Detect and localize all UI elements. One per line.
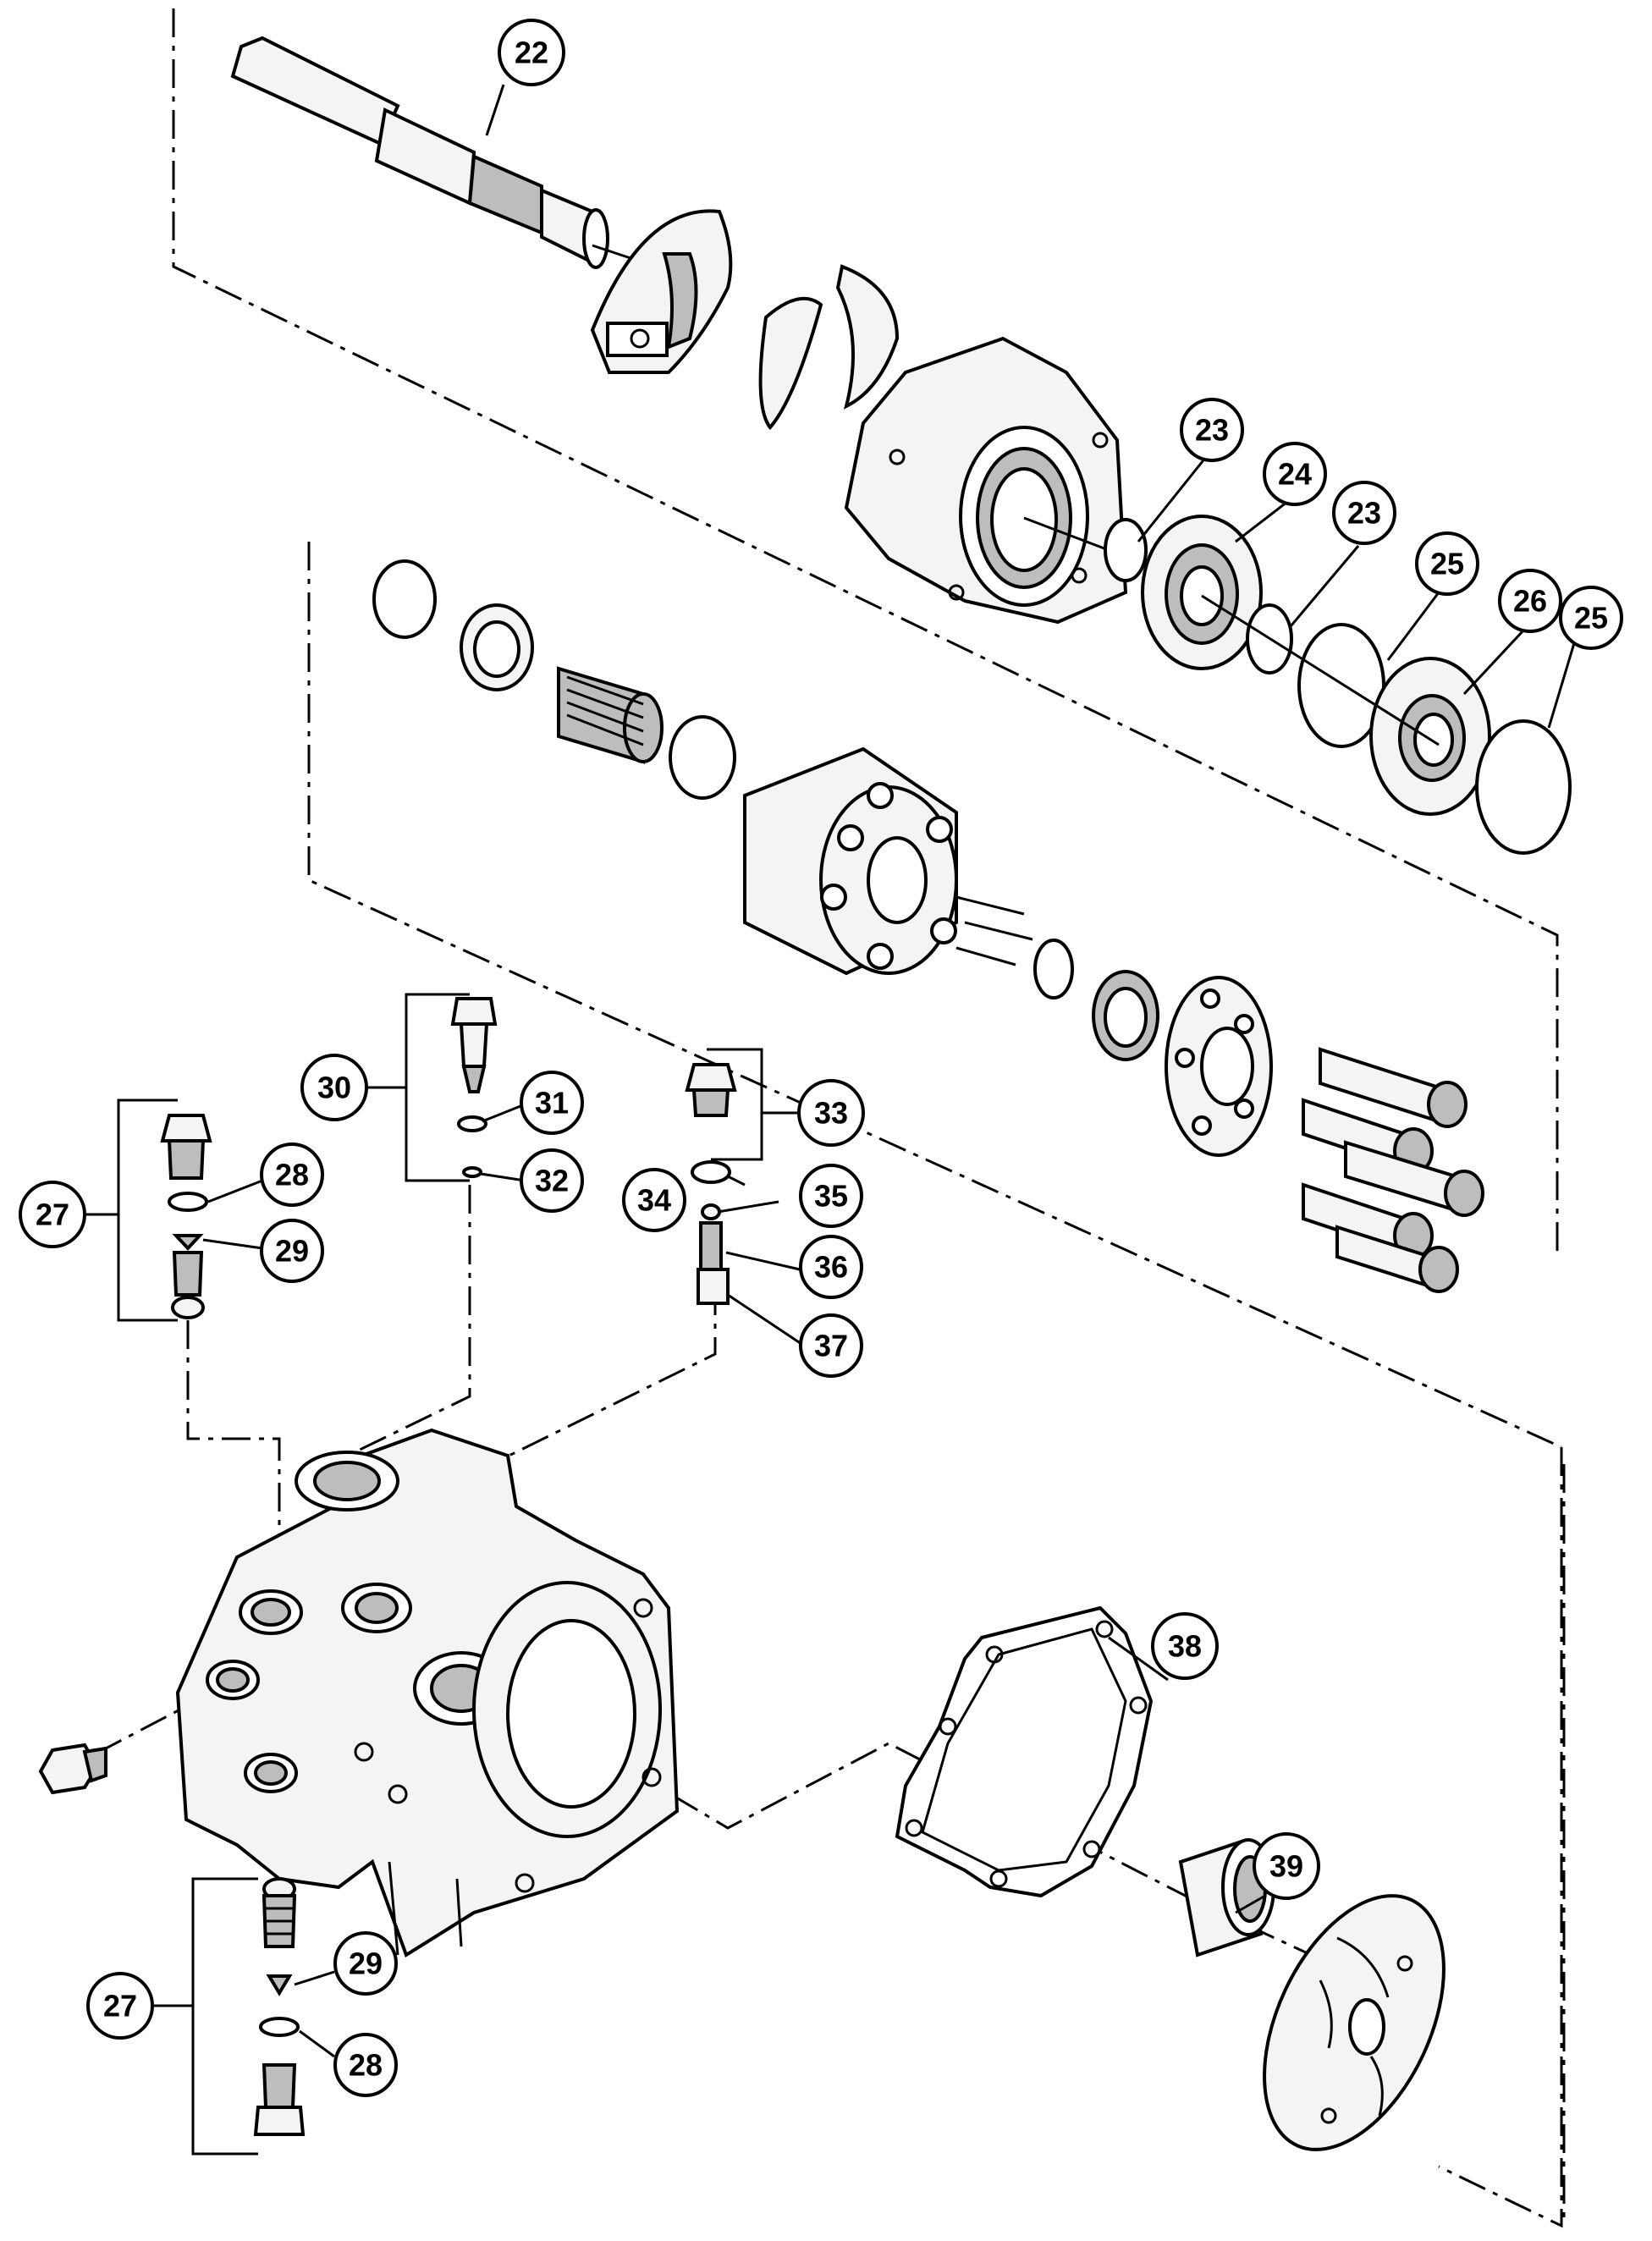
callout-24: 24 [1263, 442, 1327, 506]
callout-label: 38 [1168, 1629, 1202, 1664]
callout-38: 38 [1151, 1612, 1219, 1680]
callout-label: 32 [535, 1164, 569, 1198]
callout-36: 36 [799, 1235, 863, 1299]
callout-29: 29 [260, 1219, 324, 1283]
gasket [895, 1605, 1154, 1898]
callout-label: 39 [1269, 1849, 1303, 1884]
callout-label: 28 [349, 2048, 383, 2083]
leader-lines [202, 84, 1576, 2058]
callout-label: 36 [814, 1250, 848, 1285]
callout-label: 35 [814, 1179, 848, 1214]
callout-label: 26 [1513, 584, 1547, 619]
callout-28-lower: 28 [333, 2033, 398, 2097]
assembly-centerlines [50, 8, 1566, 2228]
check-valve-upper [160, 1114, 212, 1319]
callout-label: 33 [814, 1096, 848, 1131]
swash-cradle [590, 209, 733, 374]
callout-34: 34 [622, 1168, 686, 1232]
pump-housing [175, 1428, 680, 1958]
callout-label: 28 [275, 1158, 309, 1192]
callout-28: 28 [260, 1143, 324, 1207]
callout-23-lower: 23 [1332, 481, 1396, 545]
callout-label: 25 [1574, 601, 1608, 636]
relief-valve-parts [450, 997, 737, 1305]
port-plate [1263, 1894, 1446, 2151]
callout-label: 37 [814, 1329, 848, 1363]
callout-label: 22 [515, 36, 548, 70]
callout-label: 29 [349, 1946, 383, 1981]
callout-label: 30 [317, 1071, 351, 1105]
callout-37: 37 [799, 1313, 863, 1378]
callout-23: 23 [1180, 398, 1244, 462]
thrust-plate [758, 264, 900, 431]
drain-plug [38, 1743, 107, 1795]
callout-label: 23 [1347, 496, 1381, 531]
retainer-and-pins [955, 895, 1273, 1157]
callout-label: 27 [103, 1989, 137, 2024]
callout-label: 29 [275, 1234, 309, 1269]
callout-label: 23 [1195, 413, 1229, 448]
callout-25-right: 25 [1559, 586, 1623, 650]
pistons [1302, 1047, 1484, 1293]
check-valve-lower [253, 1877, 306, 2136]
callout-label: 25 [1430, 547, 1464, 581]
callout-35: 35 [799, 1164, 863, 1228]
callout-39: 39 [1253, 1832, 1320, 1900]
callout-label: 27 [36, 1198, 69, 1232]
callout-label: 34 [637, 1183, 671, 1218]
callout-30: 30 [300, 1054, 368, 1121]
cylinder-block-group [372, 559, 958, 976]
callout-25: 25 [1415, 531, 1479, 596]
callout-29-lower: 29 [333, 1931, 398, 1996]
callout-32: 32 [520, 1148, 584, 1213]
group-brackets [85, 993, 800, 2156]
callout-33: 33 [797, 1079, 865, 1147]
callout-27-lower: 27 [86, 1972, 154, 2040]
callout-27: 27 [19, 1181, 86, 1248]
callout-label: 31 [535, 1086, 569, 1120]
end-cover [844, 336, 1128, 625]
drive-shaft [230, 36, 644, 269]
bearing-stack [1104, 515, 1572, 855]
callout-26: 26 [1498, 569, 1562, 633]
callout-22: 22 [498, 19, 565, 86]
callout-31: 31 [520, 1071, 584, 1135]
callout-label: 24 [1278, 457, 1312, 492]
